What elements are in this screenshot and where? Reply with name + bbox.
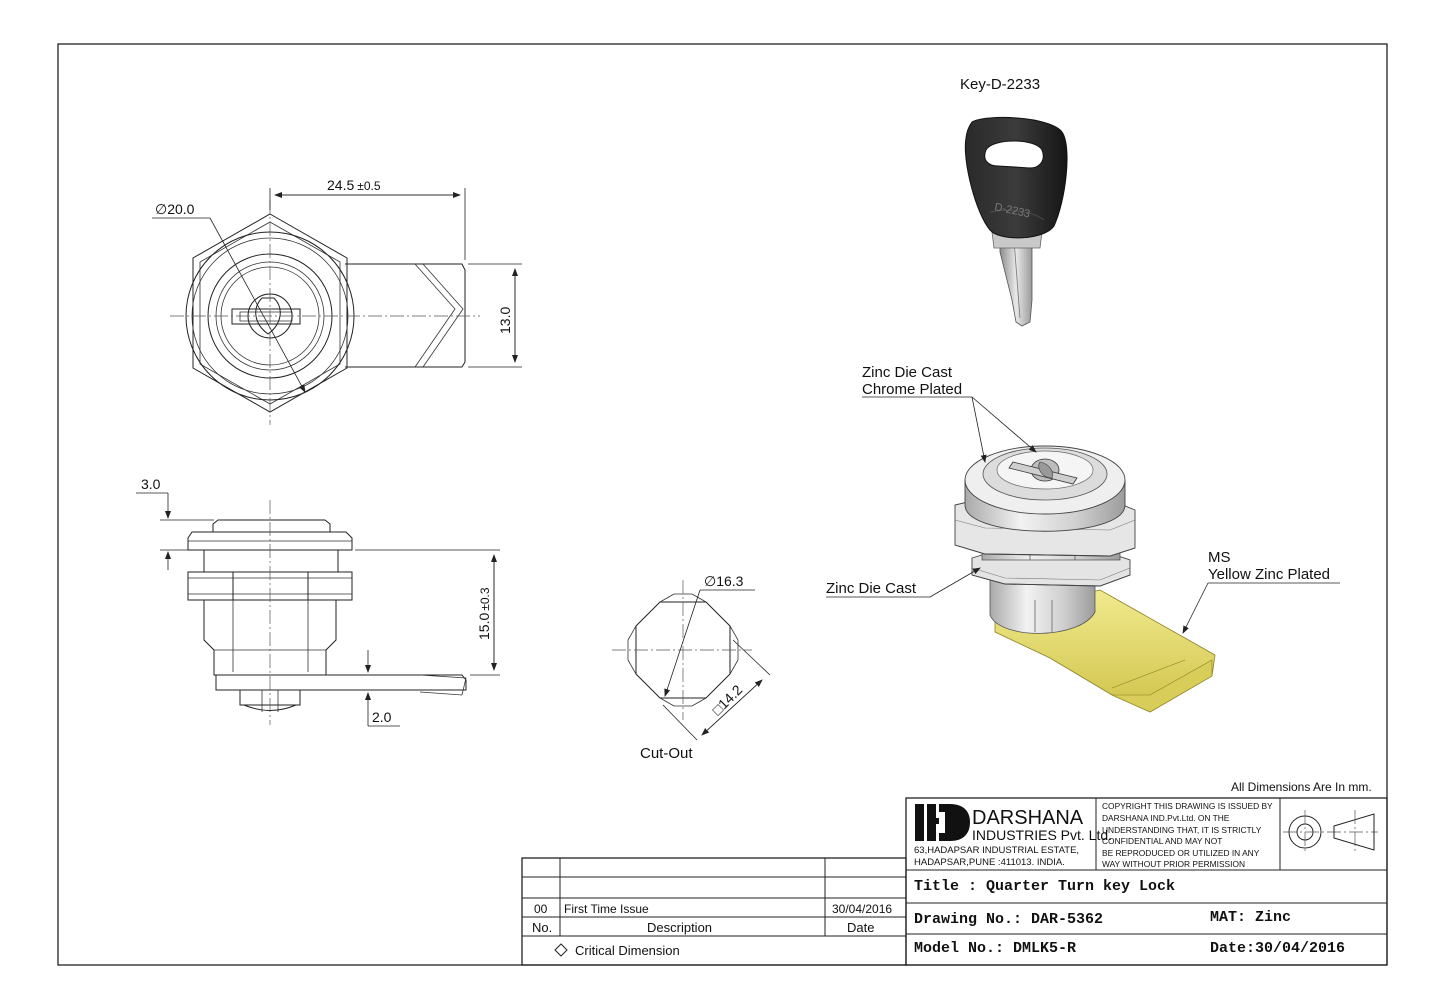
- copyright-line: COPYRIGHT THIS DRAWING IS ISSUED BY: [1102, 801, 1273, 811]
- side-top-label: 3.0: [141, 476, 161, 492]
- front-length-label: 24.5±0.5: [327, 177, 381, 193]
- side-bottom-label: 2.0: [372, 709, 392, 725]
- drawing-title: Title : Quarter Turn key Lock: [914, 878, 1175, 895]
- callout-mid: Zinc Die Cast: [826, 580, 917, 597]
- rev-row-date: 30/04/2016: [832, 902, 892, 916]
- front-dia-label: ∅20.0: [155, 201, 195, 217]
- address-line1: 63,HADAPSAR INDUSTRIAL ESTATE,: [914, 845, 1079, 856]
- rev-header-no: No.: [532, 920, 552, 935]
- cutout-caption: Cut-Out: [640, 745, 693, 762]
- darshana-logo-icon: [915, 804, 970, 841]
- title-block: DARSHANA INDUSTRIES Pvt. Ltd. 63,HADAPSA…: [905, 797, 1388, 966]
- rev-row-description: First Time Issue: [564, 902, 649, 916]
- drawing-number: Drawing No.: DAR-5362: [914, 911, 1103, 928]
- iso-lock-illustration: Zinc Die Cast Chrome Plated Zinc Die Cas…: [826, 364, 1340, 713]
- address-line2: HADAPSAR,PUNE :411013. INDIA.: [914, 857, 1065, 868]
- copyright-line: CONFIDENTIAL AND MAY NOT: [1102, 836, 1222, 846]
- company-sub: INDUSTRIES Pvt. Ltd.: [972, 827, 1112, 843]
- rev-legend: Critical Dimension: [575, 943, 680, 958]
- cutout-view: ∅16.3 □14.2 Cut-Out: [612, 573, 771, 762]
- copyright-line: DARSHANA IND.Pvt.Ltd. ON THE: [1102, 813, 1230, 823]
- revision-table: 00 First Time Issue 30/04/2016 No. Descr…: [521, 857, 907, 966]
- callout-right-line2: Yellow Zinc Plated: [1208, 566, 1330, 583]
- front-height-label: 13.0: [497, 307, 513, 334]
- side-view: 3.0 15.0±0.3 2.0: [136, 476, 500, 727]
- cutout-dia-label: ∅16.3: [704, 573, 744, 589]
- rev-header-date: Date: [847, 920, 874, 935]
- material: MAT: Zinc: [1210, 909, 1291, 926]
- front-view: ∅20.0 24.5±0.5 13.0: [152, 177, 522, 425]
- projection-symbol-icon: [1283, 810, 1378, 854]
- company-name: DARSHANA: [972, 807, 1084, 829]
- rev-header-description: Description: [647, 920, 712, 935]
- units-note: All Dimensions Are In mm.: [1231, 780, 1372, 794]
- copyright-line: WAY WITHOUT PRIOR PERMISSION: [1102, 859, 1245, 869]
- key-illustration: Key-D-2233 D-2233: [960, 76, 1068, 327]
- callout-top-line1: Zinc Die Cast: [862, 364, 953, 381]
- callout-right-line1: MS: [1208, 549, 1231, 566]
- copyright-line: UNDERSTANDING THAT, IT IS STRICTLY: [1102, 825, 1262, 835]
- drawing-date: Date:30/04/2016: [1210, 940, 1345, 957]
- callout-top-line2: Chrome Plated: [862, 381, 962, 398]
- key-title: Key-D-2233: [960, 76, 1040, 93]
- rev-row-no: 00: [534, 902, 548, 916]
- side-height-label: 15.0±0.3: [476, 587, 492, 640]
- copyright-line: BE REPRODUCED OR UTILIZED IN ANY: [1102, 848, 1260, 858]
- copyright-block: COPYRIGHT THIS DRAWING IS ISSUED BY DARS…: [1102, 801, 1273, 869]
- model-number: Model No.: DMLK5-R: [914, 940, 1076, 957]
- critical-diamond-icon: [554, 943, 568, 957]
